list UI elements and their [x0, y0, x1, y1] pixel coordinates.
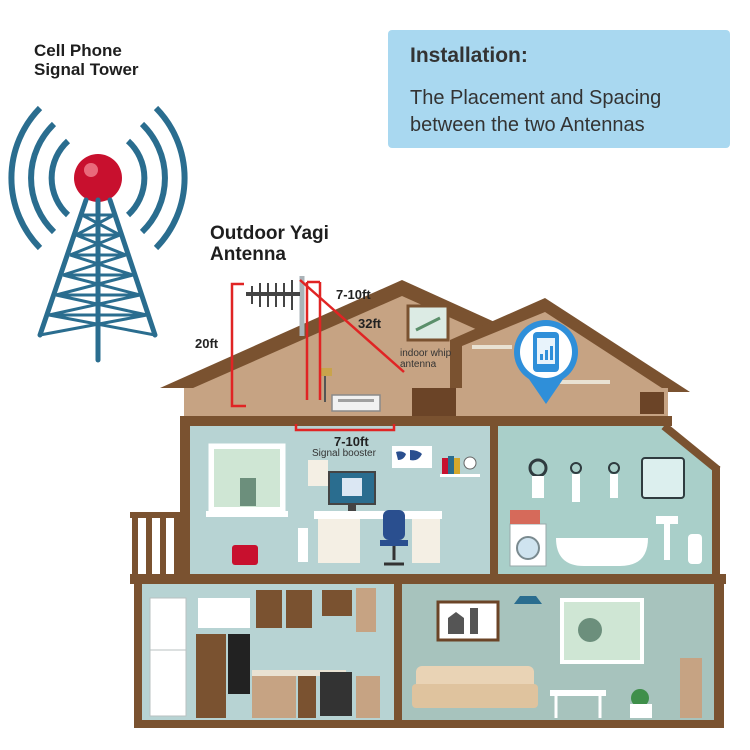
- yagi-label-line2: Antenna: [210, 243, 286, 265]
- installation-description: The Placement and Spacing between the tw…: [410, 85, 725, 139]
- dimension-diagonal: 32ft: [358, 316, 382, 331]
- indoor-antenna-label: indoor whip antenna: [400, 348, 470, 370]
- cell-tower-icon: [8, 105, 188, 363]
- booster-label: Signal booster: [312, 448, 376, 459]
- dimension-horizontal-bottom: 7-10ft: [334, 434, 369, 449]
- indoor-antenna-line2: antenna: [400, 358, 437, 370]
- tower-label: Cell Phone Signal Tower: [34, 41, 194, 79]
- indoor-antenna-line1: indoor whip: [400, 348, 452, 359]
- dimension-vertical: 20ft: [195, 336, 219, 351]
- yagi-label-line1: Outdoor Yagi: [210, 223, 329, 244]
- dimension-horizontal-top: 7-10ft: [336, 287, 371, 302]
- installation-title: Installation:: [410, 44, 528, 67]
- yagi-label: Outdoor Yagi Antenna: [210, 223, 380, 266]
- yagi-antenna-icon: [246, 276, 305, 336]
- house: [130, 280, 726, 728]
- tower-label-line1: Cell Phone: [34, 41, 122, 60]
- installation-callout: Installation: The Placement and Spacing …: [388, 30, 730, 148]
- cable-diagram: [230, 279, 405, 432]
- phone-pin-icon: [514, 320, 578, 404]
- tower-label-line2: Signal Tower: [34, 59, 139, 79]
- installation-line1: The Placement and Spacing: [410, 87, 662, 109]
- installation-line2: between the two Antennas: [410, 114, 645, 136]
